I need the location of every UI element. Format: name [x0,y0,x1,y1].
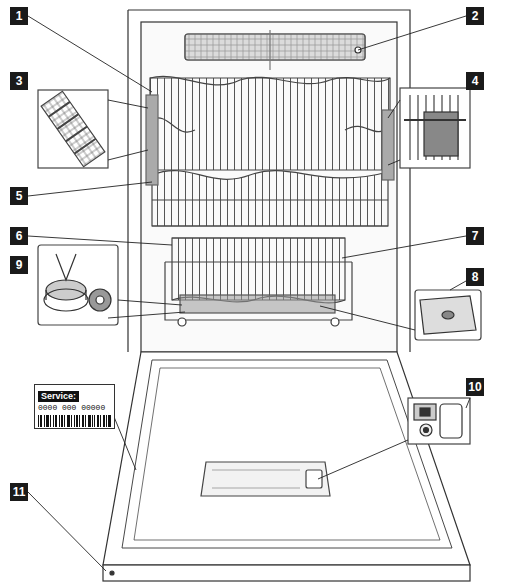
service-heading: Service: [38,391,79,402]
callout-number: 4 [466,72,484,90]
callout-number: 10 [466,378,484,396]
callout-number: 2 [466,7,484,25]
callout-number: 9 [10,256,28,274]
callout-number: 8 [466,268,484,286]
service-plate: Service:0000 000 00000 [34,384,115,429]
callout-number: 7 [466,227,484,245]
callout-number: 6 [10,227,28,245]
service-number: 0000 000 00000 [35,403,114,413]
callout-number: 5 [10,187,28,205]
callout-number: 1 [10,7,28,25]
callout-number: 3 [10,72,28,90]
callout-number: 11 [10,483,28,501]
barcode [38,415,111,427]
